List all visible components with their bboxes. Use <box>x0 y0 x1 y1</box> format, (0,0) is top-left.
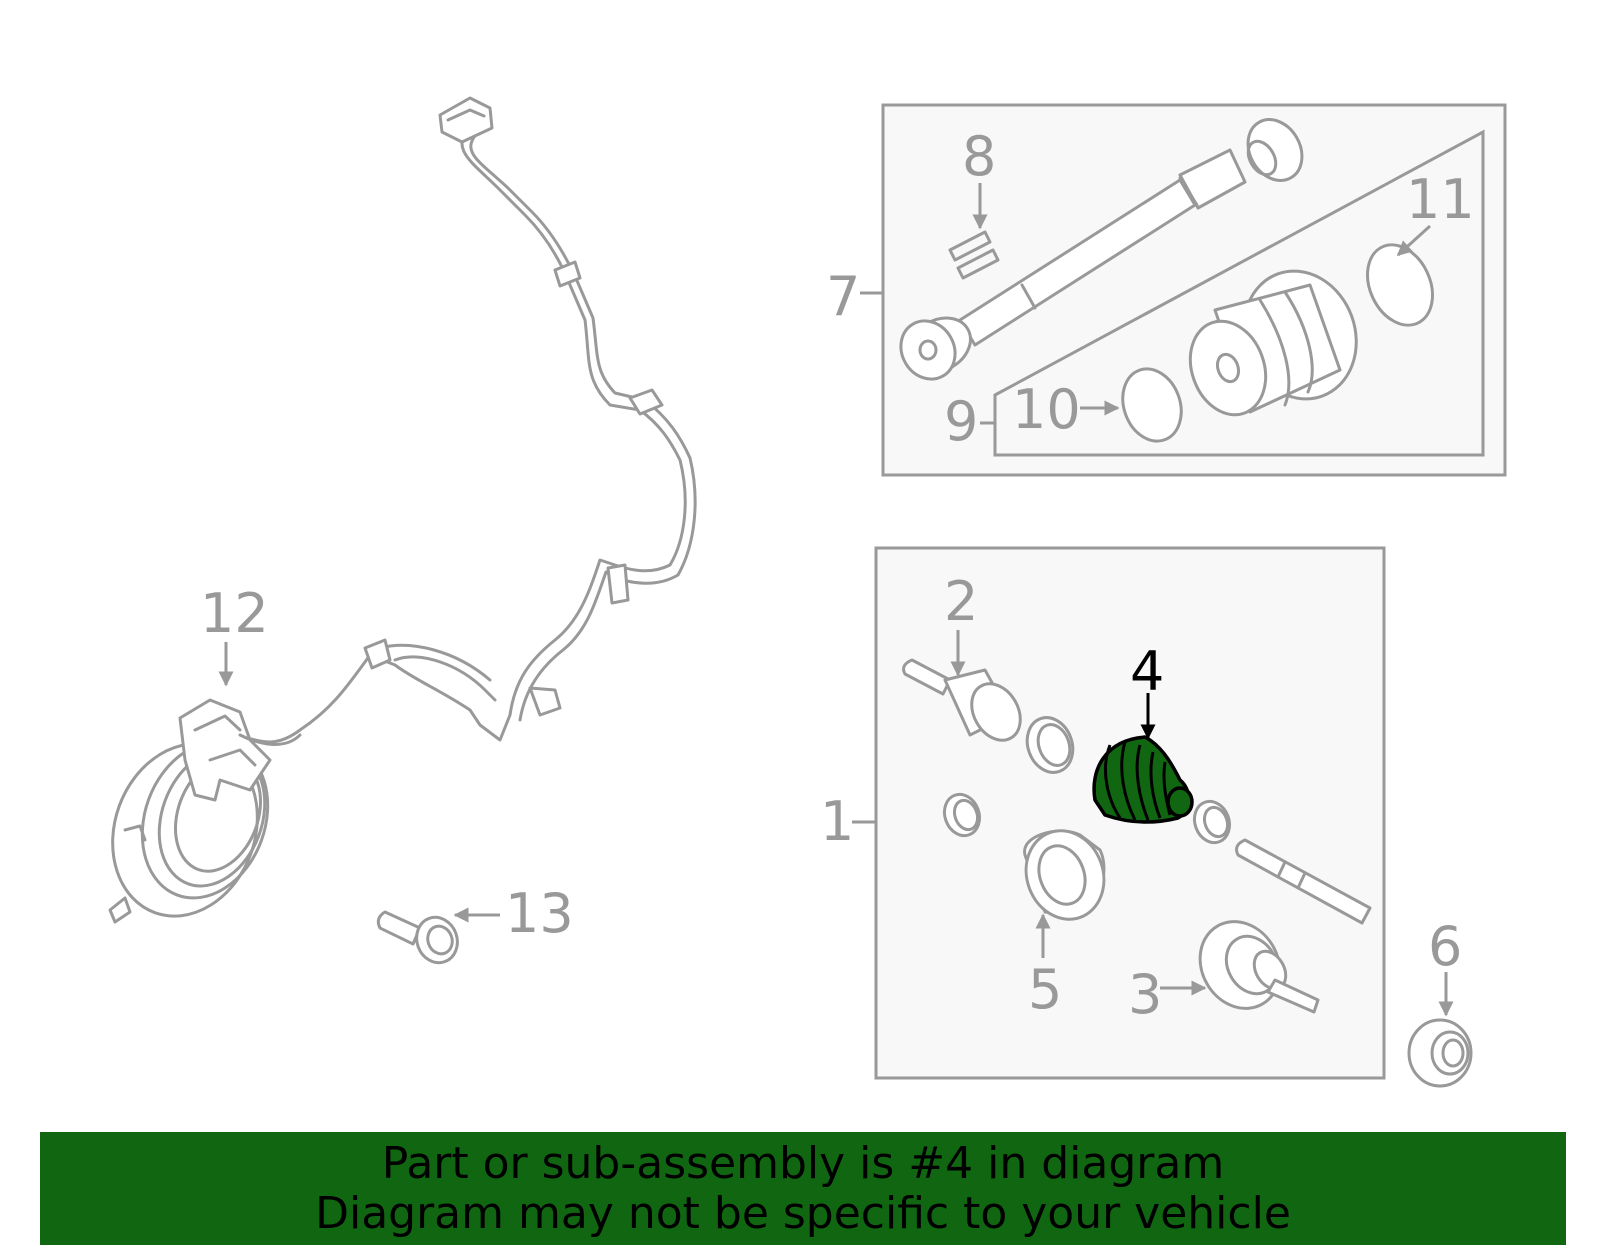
assembly-box-9 <box>993 129 1485 457</box>
bolt <box>376 910 459 965</box>
small-ring <box>942 792 982 838</box>
parts-diagram: 1 2 3 4 5 6 7 8 9 10 11 12 13 <box>108 96 1507 1088</box>
callout-1: 1 <box>820 790 854 853</box>
outer-joint-part-3 <box>1198 920 1320 1014</box>
callout-3: 3 <box>1128 963 1162 1026</box>
cv-joint-part-9 <box>1188 269 1358 417</box>
boot-part-5 <box>1023 829 1106 921</box>
nut-part-6 <box>1407 1018 1473 1088</box>
clip-part-8 <box>948 230 1000 280</box>
clamp-ring <box>1025 716 1075 774</box>
ring-part-10 <box>1121 367 1183 443</box>
callout-8: 8 <box>962 125 996 188</box>
small-ring-right <box>1192 799 1232 845</box>
callout-7: 7 <box>826 265 860 328</box>
callout-9: 9 <box>944 390 978 453</box>
callout-5: 5 <box>1028 958 1062 1021</box>
axle-shaft <box>1235 838 1372 925</box>
leader-lines <box>218 183 1454 1017</box>
boot-part-4-highlighted[interactable] <box>1092 735 1194 824</box>
callout-labels: 1 2 3 4 5 6 7 8 9 10 11 12 13 <box>200 125 1475 1026</box>
inner-joint-part-2 <box>902 658 1022 742</box>
callout-6: 6 <box>1428 915 1462 978</box>
callout-11: 11 <box>1406 168 1475 231</box>
sensor-ring <box>108 698 302 924</box>
callout-13: 13 <box>505 882 574 945</box>
banner-line-2: Diagram may not be specific to your vehi… <box>315 1187 1291 1239</box>
wiring-harness <box>238 96 697 744</box>
ring-part-11 <box>1366 243 1434 327</box>
info-banner: Part or sub-assembly is #4 in diagram Di… <box>40 1132 1566 1245</box>
callout-4: 4 <box>1130 640 1164 703</box>
halfshaft-assembly <box>899 118 1304 381</box>
callout-12: 12 <box>200 582 269 645</box>
callout-2: 2 <box>944 570 978 633</box>
banner-line-1: Part or sub-assembly is #4 in diagram <box>381 1137 1225 1189</box>
callout-10: 10 <box>1012 378 1081 441</box>
